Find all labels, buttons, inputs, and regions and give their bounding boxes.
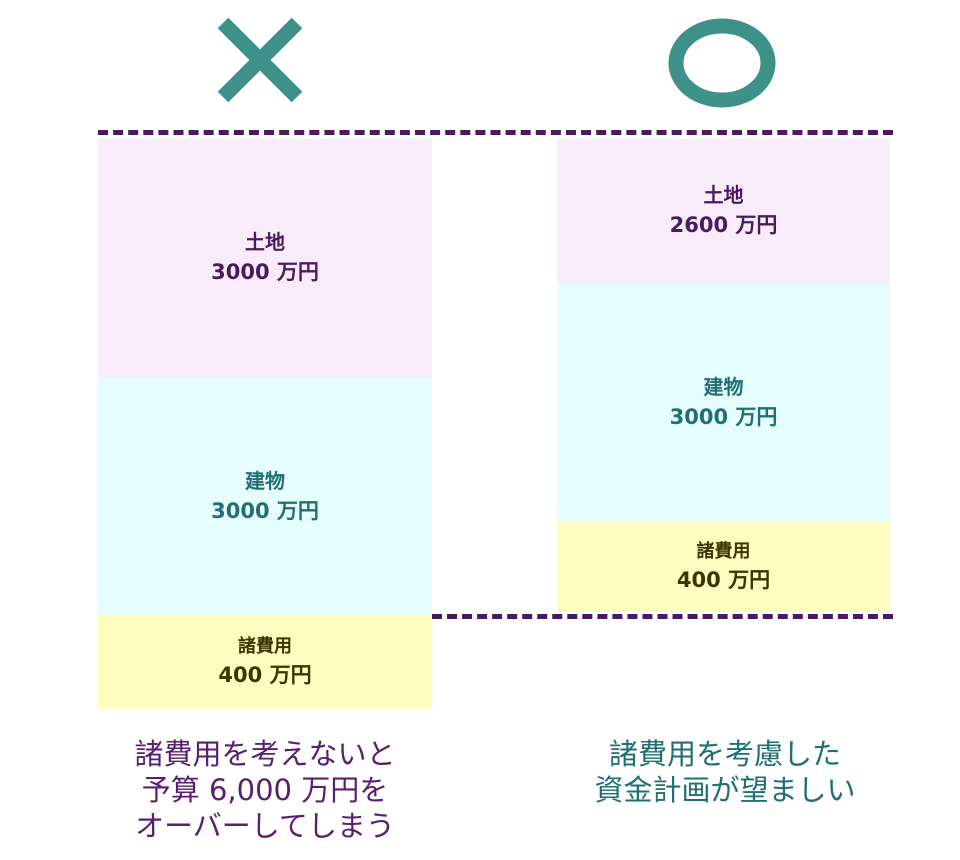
left-land-block: 土地 3000 万円 bbox=[98, 138, 432, 378]
right-fees-block: 諸費用 400 万円 bbox=[557, 522, 890, 612]
left-land-value: 3000 万円 bbox=[211, 260, 319, 285]
left-fees-label: 諸費用 bbox=[238, 636, 292, 658]
right-building-block: 建物 3000 万円 bbox=[557, 283, 890, 522]
budget-line-top bbox=[98, 130, 893, 135]
right-caption: 諸費用を考慮した 資金計画が望ましい bbox=[520, 736, 930, 808]
right-land-block: 土地 2600 万円 bbox=[557, 138, 890, 283]
left-building-value: 3000 万円 bbox=[211, 499, 319, 524]
circle-icon bbox=[668, 18, 776, 108]
right-caption-line: 資金計画が望ましい bbox=[594, 773, 856, 807]
right-land-value: 2600 万円 bbox=[669, 212, 778, 237]
left-fees-block: 諸費用 400 万円 bbox=[98, 616, 432, 709]
cross-icon bbox=[217, 17, 303, 103]
left-fees-value: 400 万円 bbox=[218, 663, 312, 688]
right-building-value: 3000 万円 bbox=[669, 404, 778, 429]
right-fees-value: 400 万円 bbox=[676, 567, 771, 592]
left-building-label: 建物 bbox=[245, 469, 285, 494]
left-caption: 諸費用を考えないと 予算 6,000 万円を オーバーしてしまう bbox=[60, 736, 470, 844]
right-caption-line: 諸費用を考慮した bbox=[608, 737, 841, 771]
right-building-label: 建物 bbox=[703, 374, 744, 399]
left-caption-line: 予算 6,000 万円を bbox=[141, 773, 389, 807]
left-caption-line: 諸費用を考えないと bbox=[134, 737, 396, 771]
right-fees-label: 諸費用 bbox=[696, 540, 751, 562]
left-land-label: 土地 bbox=[245, 230, 285, 255]
budget-line-bottom bbox=[432, 614, 893, 619]
left-caption-line: オーバーしてしまう bbox=[135, 809, 395, 843]
right-land-label: 土地 bbox=[703, 182, 744, 207]
left-building-block: 建物 3000 万円 bbox=[98, 378, 432, 616]
